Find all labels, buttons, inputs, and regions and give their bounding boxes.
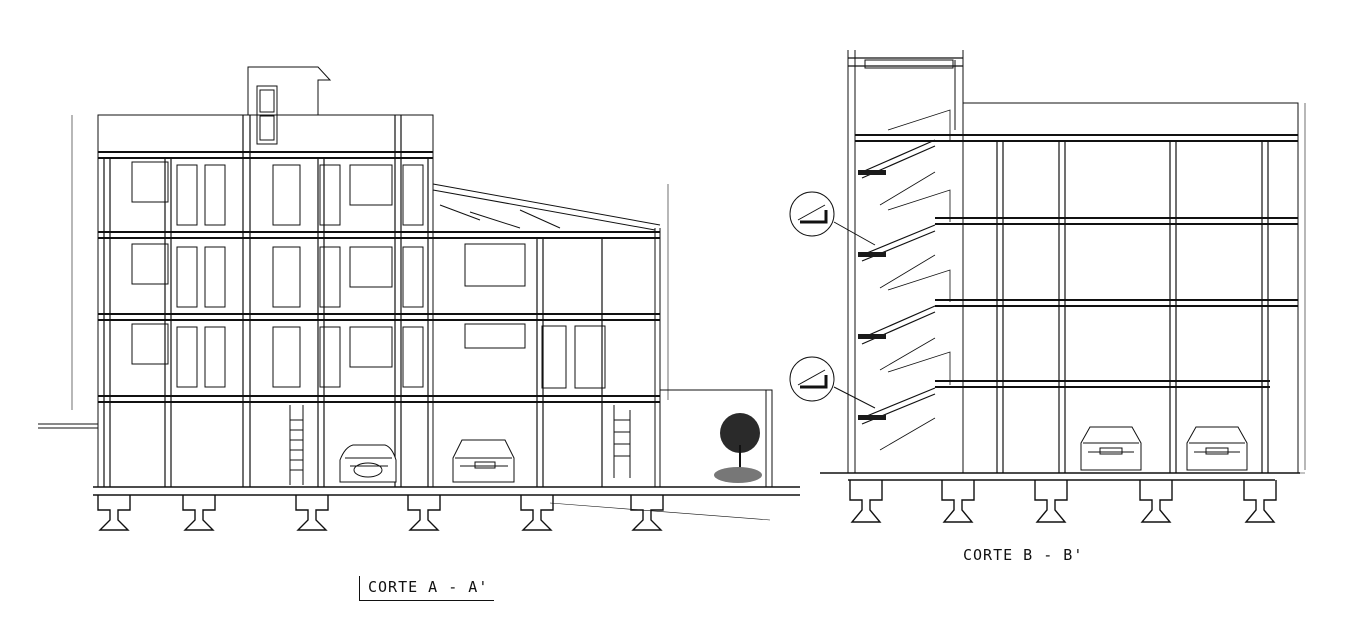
section-a-footings (97, 494, 664, 531)
section-b-footings (849, 479, 1277, 523)
caption-a-underline (359, 600, 494, 601)
section-b-b (789, 50, 1306, 523)
car-a1 (339, 444, 397, 483)
caption-a-marker (359, 576, 360, 600)
stair-detail-callout-1 (789, 191, 876, 246)
car-b1 (1080, 426, 1142, 471)
section-a-a (38, 66, 800, 531)
section-a-caption: CORTE A - A' (368, 578, 489, 596)
section-b-caption: CORTE B - B' (963, 546, 1084, 564)
car-b2 (1186, 426, 1248, 471)
section-a-openings (131, 161, 606, 389)
stair-detail-callout-2 (789, 356, 876, 409)
stair-flights (861, 109, 951, 451)
car-a2 (452, 439, 515, 483)
tree-icon (714, 413, 762, 483)
